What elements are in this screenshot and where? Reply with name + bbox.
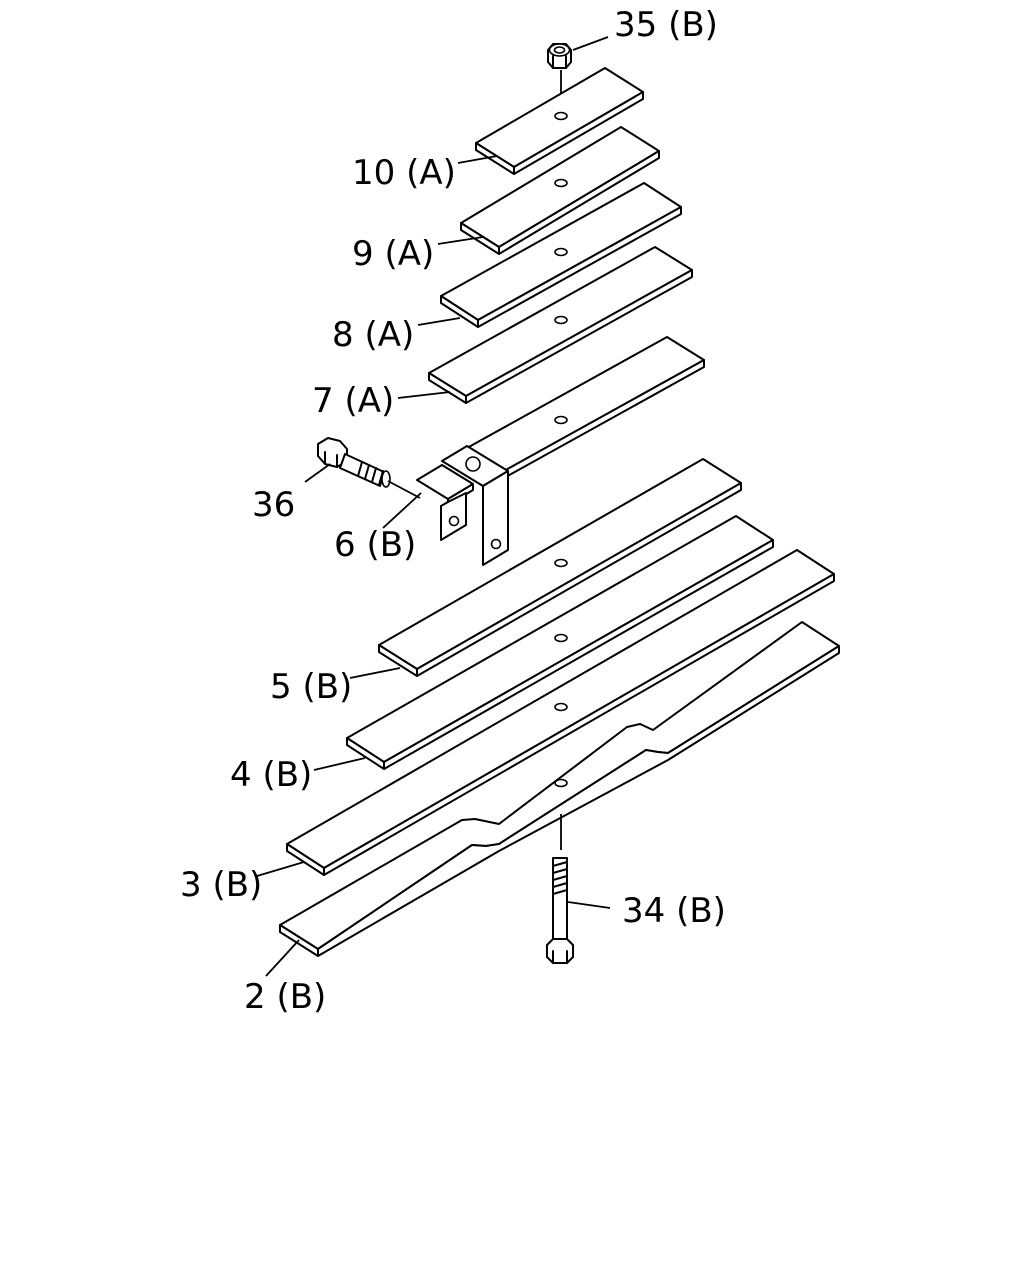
label-8: 8 (A) xyxy=(332,315,414,355)
leaf-10 xyxy=(475,67,644,175)
leaf-4 xyxy=(346,515,774,770)
label-6: 6 (B) xyxy=(334,525,416,565)
leaf-5 xyxy=(378,458,742,677)
leaf-3 xyxy=(286,549,835,876)
label-3: 3 (B) xyxy=(180,865,262,905)
leaf-9 xyxy=(460,126,660,255)
leaf-6-with-clip xyxy=(416,336,705,566)
label-2: 2 (B) xyxy=(244,977,326,1017)
label-5: 5 (B) xyxy=(270,667,352,707)
bolt-36 xyxy=(317,437,391,488)
label-7: 7 (A) xyxy=(312,381,394,421)
leaf-8 xyxy=(440,182,682,328)
label-34: 34 (B) xyxy=(622,891,726,931)
label-10: 10 (A) xyxy=(352,153,456,193)
label-36: 36 xyxy=(252,485,295,525)
leader-lines xyxy=(256,36,611,977)
nut-35 xyxy=(547,43,572,69)
leaf-7 xyxy=(428,246,693,404)
label-35: 35 (B) xyxy=(614,5,718,45)
label-4: 4 (B) xyxy=(230,755,312,795)
center-bolt-34 xyxy=(546,857,574,964)
label-9: 9 (A) xyxy=(352,234,434,274)
